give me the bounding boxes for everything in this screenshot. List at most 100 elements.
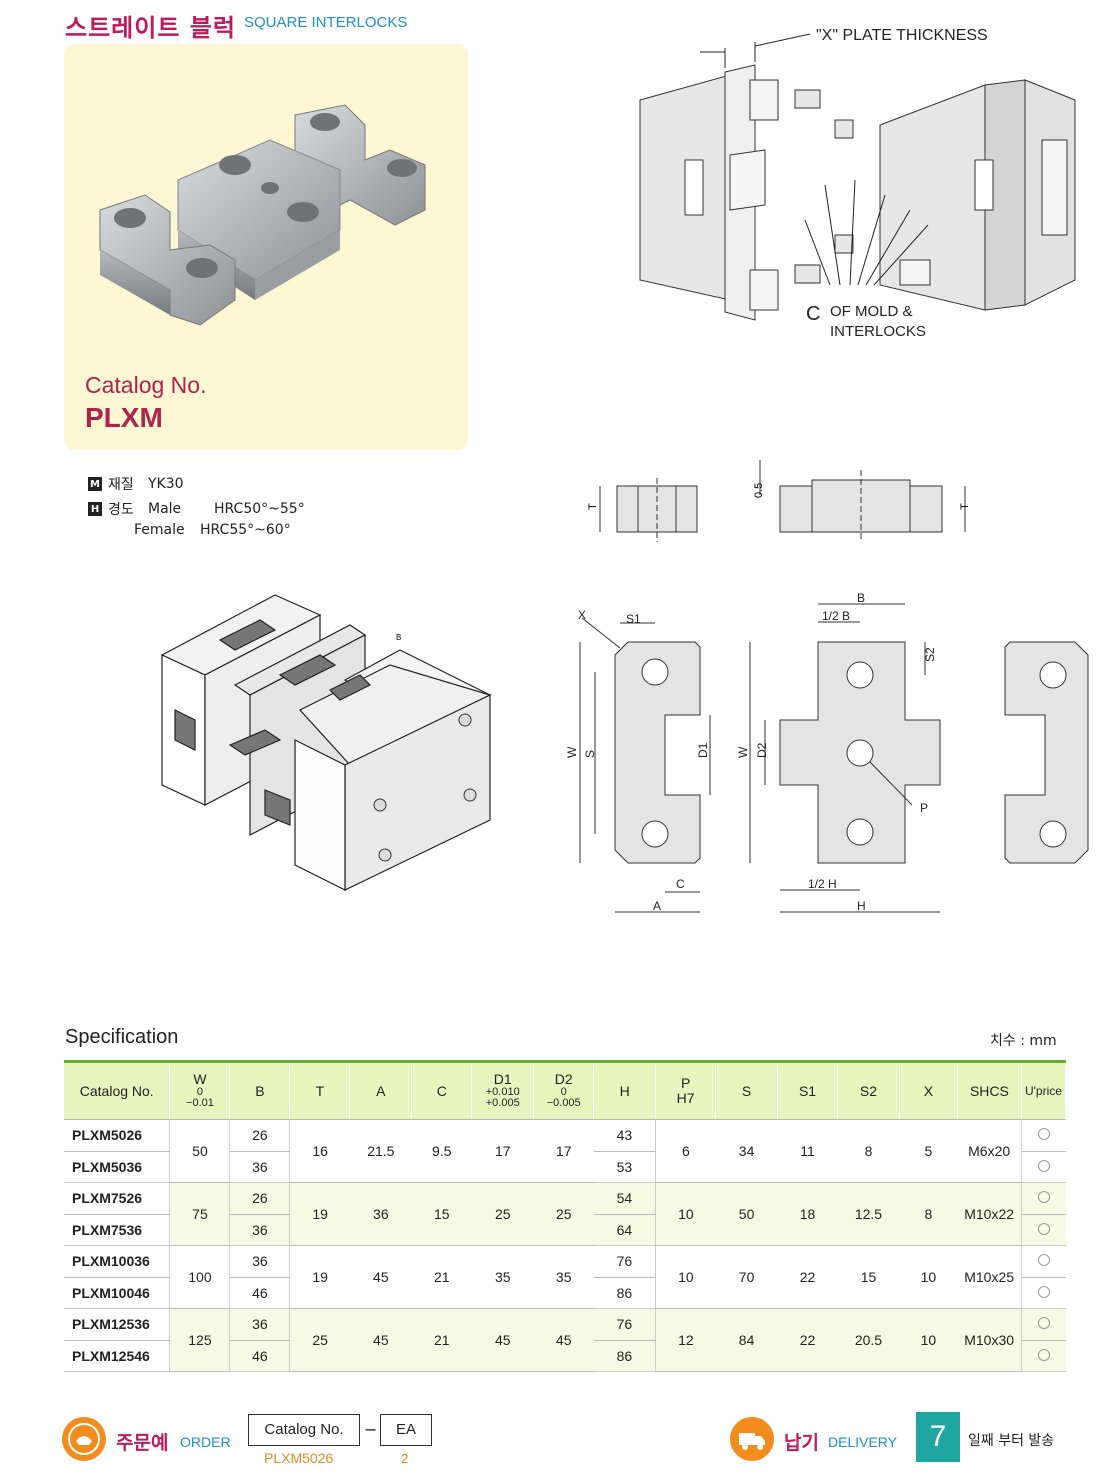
price-inquiry-circle-icon[interactable] [1037, 1348, 1050, 1361]
cell-uprice[interactable] [1021, 1214, 1066, 1246]
order-catalog-box: Catalog No. [248, 1414, 360, 1446]
w-dim-label-male: W [736, 746, 750, 758]
cell-catalog: PLXM12546 [64, 1340, 171, 1372]
cell-c: 15 [411, 1182, 472, 1246]
col-s: S [715, 1061, 779, 1120]
order-title-english: ORDER [180, 1434, 231, 1450]
cell-b: 46 [229, 1340, 291, 1372]
cell-s1: 22 [777, 1245, 838, 1309]
price-inquiry-circle-icon[interactable] [1037, 1222, 1050, 1235]
cell-t: 25 [289, 1308, 350, 1372]
cell-d2: 45 [533, 1308, 594, 1372]
t-label-male: T [959, 503, 971, 510]
cell-uprice[interactable] [1021, 1277, 1066, 1309]
col-w-tol-lower: −0.01 [186, 1097, 214, 1110]
h-dim-label: H [857, 899, 866, 913]
cell-h: 76 [593, 1245, 657, 1278]
hardness-badge: H [88, 502, 102, 516]
col-s1: S1 [777, 1061, 838, 1120]
cell-w: 125 [169, 1308, 231, 1372]
cell-uprice[interactable] [1021, 1182, 1066, 1215]
cell-w: 75 [169, 1182, 231, 1246]
cell-catalog: PLXM5036 [64, 1151, 171, 1183]
col-d2-label: D2 [554, 1071, 573, 1088]
cell-s: 34 [715, 1119, 778, 1183]
cell-s2: 8 [837, 1119, 900, 1183]
cell-x: 8 [899, 1182, 958, 1246]
cell-d1: 25 [471, 1182, 534, 1246]
cell-s1: 22 [777, 1308, 838, 1372]
delivery-title-korean: 납기 [784, 1432, 819, 1454]
cell-uprice[interactable] [1021, 1151, 1066, 1183]
cell-s1: 11 [777, 1119, 838, 1183]
cell-d1: 35 [471, 1245, 534, 1309]
cell-shcs: M10x22 [957, 1182, 1022, 1246]
cell-s2: 15 [837, 1245, 900, 1309]
cell-w: 50 [169, 1119, 231, 1183]
cell-a: 36 [349, 1182, 412, 1246]
cell-b: 36 [229, 1308, 291, 1341]
col-uprice: U'price [1021, 1061, 1067, 1120]
cell-catalog: PLXM7536 [64, 1214, 171, 1246]
half-h-dim-label: 1/2 H [808, 877, 837, 891]
order-ea-box: EA [380, 1414, 432, 1446]
delivery-truck-icon [730, 1417, 774, 1461]
price-inquiry-circle-icon[interactable] [1037, 1191, 1050, 1204]
col-catalog: Catalog No. [64, 1061, 171, 1120]
spec-title: Specification [65, 1026, 179, 1048]
half-mm-label: 0.5 [753, 483, 765, 498]
cell-h: 76 [593, 1308, 657, 1341]
cell-h: 86 [593, 1340, 657, 1372]
cell-d2: 35 [533, 1245, 594, 1309]
table-row: PLXM10046 46 86 [64, 1277, 1066, 1309]
cell-t: 16 [289, 1119, 350, 1183]
price-inquiry-circle-icon[interactable] [1037, 1254, 1050, 1267]
iso-b-label: B [396, 633, 401, 642]
cell-h: 54 [593, 1182, 657, 1215]
price-inquiry-circle-icon[interactable] [1037, 1317, 1050, 1330]
delivery-title-english: DELIVERY [828, 1434, 897, 1450]
female-hardness-row: Female HRC55°~60° [134, 522, 291, 538]
p-dim-label: P [920, 801, 928, 815]
cell-catalog: PLXM12536 [64, 1308, 171, 1341]
cell-uprice[interactable] [1021, 1308, 1066, 1341]
col-a: A [349, 1061, 413, 1120]
cell-a: 45 [349, 1245, 412, 1309]
s1-dim-label: S1 [626, 612, 641, 626]
col-d2-tol-upper: 0 [560, 1085, 567, 1098]
cell-x: 10 [899, 1245, 958, 1309]
cell-b: 36 [229, 1214, 291, 1246]
col-w-label: W [193, 1071, 207, 1088]
cell-uprice[interactable] [1021, 1245, 1066, 1278]
cell-s2: 20.5 [837, 1308, 900, 1372]
price-inquiry-circle-icon[interactable] [1037, 1285, 1050, 1298]
cell-d2: 25 [533, 1182, 594, 1246]
cell-uprice[interactable] [1021, 1340, 1066, 1372]
cell-catalog: PLXM10036 [64, 1245, 171, 1278]
order-catalog-example: PLXM5026 [264, 1450, 334, 1466]
cell-catalog: PLXM10046 [64, 1277, 171, 1309]
male-label: Male [148, 501, 182, 517]
order-dash: − [364, 1420, 378, 1439]
cell-s: 70 [715, 1245, 778, 1309]
price-inquiry-circle-icon[interactable] [1037, 1159, 1050, 1172]
page-title-korean: 스트레이트 블럭 [65, 14, 236, 42]
cell-b: 26 [229, 1182, 291, 1215]
cell-c: 9.5 [411, 1119, 472, 1183]
b-dim-label: B [857, 591, 865, 605]
col-d1-label: D1 [493, 1071, 512, 1088]
col-x: X [899, 1061, 958, 1120]
col-b: B [229, 1061, 291, 1120]
col-d2-tol-lower: −0.005 [546, 1097, 581, 1110]
phone-icon [62, 1417, 106, 1461]
cell-uprice[interactable] [1021, 1119, 1066, 1152]
price-inquiry-circle-icon[interactable] [1037, 1128, 1050, 1141]
cell-h: 86 [593, 1277, 657, 1309]
col-h: H [593, 1061, 657, 1120]
cell-b: 46 [229, 1277, 291, 1309]
